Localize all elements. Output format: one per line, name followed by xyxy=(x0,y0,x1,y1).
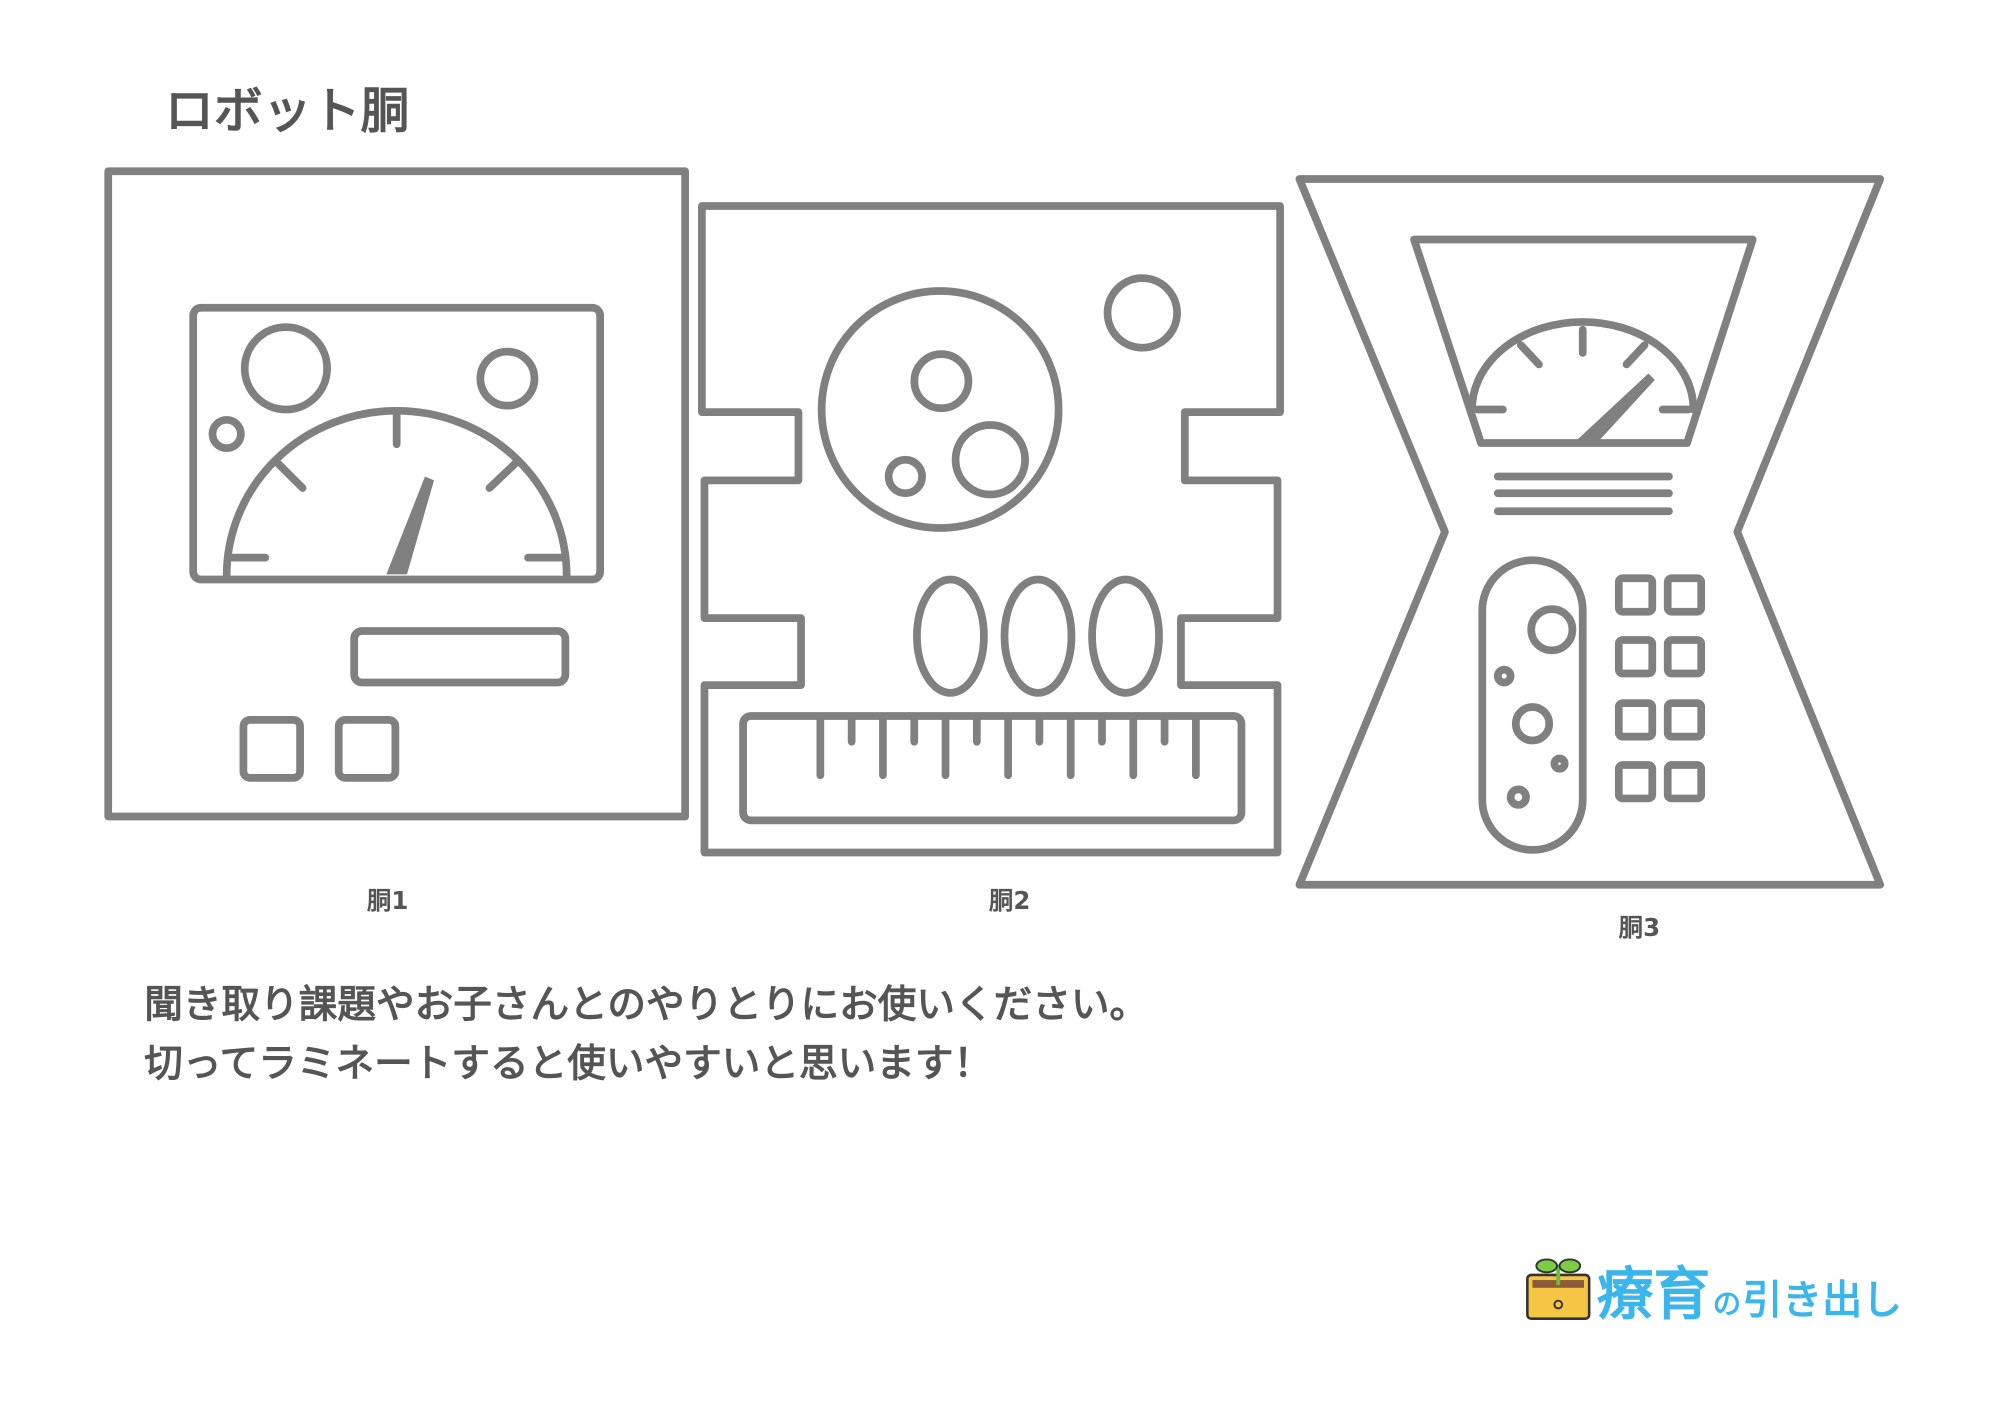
logo-rest: 引き出し xyxy=(1742,1278,1902,1324)
panel-button xyxy=(1614,761,1657,803)
panel-button xyxy=(1663,761,1706,803)
robot-body-2 xyxy=(698,202,1284,857)
label-body-2: 胴2 xyxy=(989,886,1030,915)
robot-body-1 xyxy=(104,167,689,821)
drawer-sprout-icon xyxy=(1526,1258,1591,1320)
label-body-3: 胴3 xyxy=(1619,913,1660,942)
logo-particle: の xyxy=(1713,1288,1741,1321)
button-grid xyxy=(1614,574,1706,803)
logo: 療育 の 引き出し xyxy=(1526,1258,1902,1328)
panel-button xyxy=(1614,636,1657,678)
panel-button xyxy=(1663,636,1706,678)
counter-display xyxy=(913,575,1163,697)
ruler-ticks xyxy=(816,716,1200,780)
label-body-1: 胴1 xyxy=(367,886,408,915)
panel-button xyxy=(1614,699,1657,741)
instruction-line-1: 聞き取り課題やお子さんとのやりとりにお使いください。 xyxy=(144,982,1148,1027)
robot-body-3 xyxy=(1295,175,1885,889)
instruction-line-2: 切ってラミネートすると使いやすいと思います！ xyxy=(144,1042,992,1087)
logo-main: 療育 xyxy=(1597,1262,1710,1328)
panel-button xyxy=(1663,699,1706,741)
page-title: ロボット胴 xyxy=(165,82,410,139)
panel-button xyxy=(1663,574,1706,616)
panel-button xyxy=(1614,574,1657,616)
